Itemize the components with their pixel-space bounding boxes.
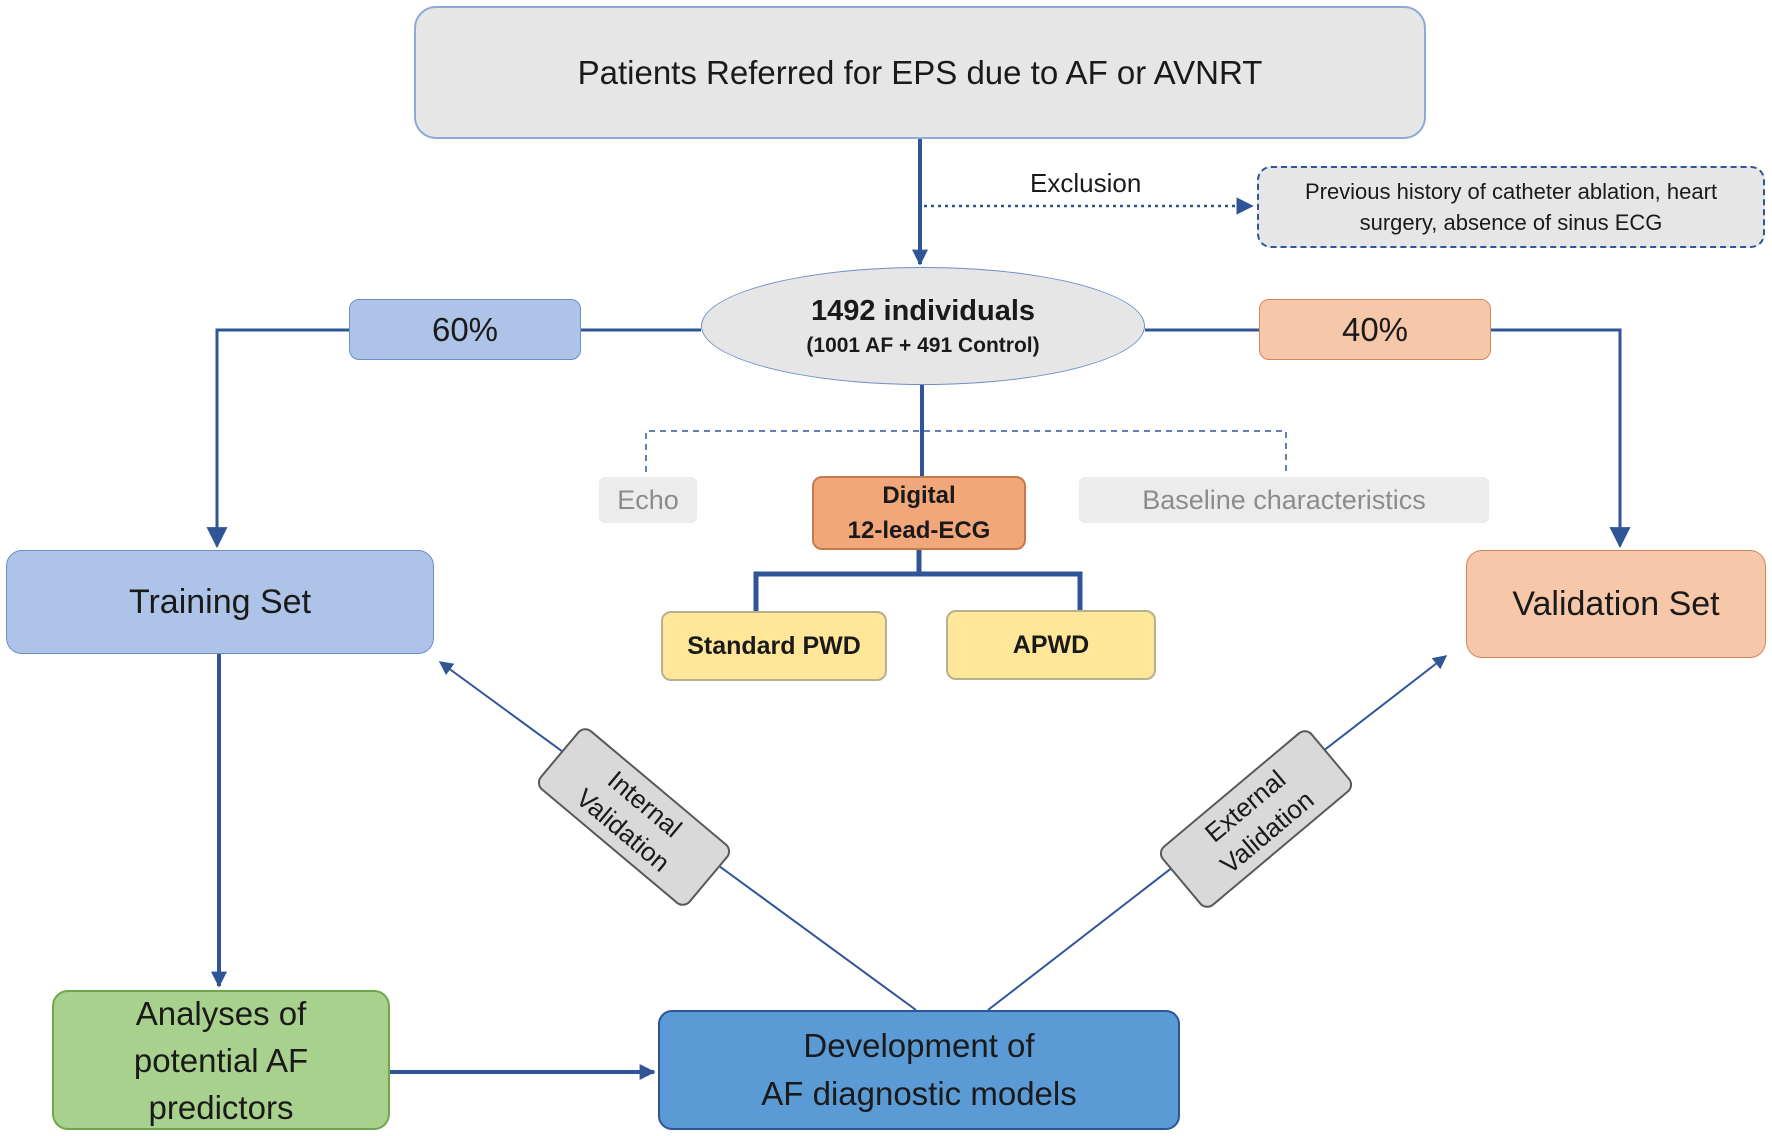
split-training-percent: 60% — [349, 299, 581, 360]
node-referred-patients-label: Patients Referred for EPS due to AF or A… — [577, 53, 1263, 91]
standard-pwd-label: Standard PWD — [687, 631, 861, 660]
training-set-label: Training Set — [128, 582, 312, 621]
node-referred-patients: Patients Referred for EPS due to AF or A… — [414, 6, 1426, 139]
split-validation-label: 40% — [1341, 310, 1409, 348]
exclusion-label: Exclusion — [1030, 168, 1142, 198]
node-digital-ecg: Digital 12-lead-ECG — [812, 476, 1026, 550]
baseline-label: Baseline characteristics — [1142, 484, 1426, 515]
split-validation-percent: 40% — [1259, 299, 1491, 360]
connector-dashed-bracket — [645, 430, 1287, 472]
node-exclusion-criteria: Previous history of catheter ablation, h… — [1257, 166, 1765, 248]
node-validation-set: Validation Set — [1466, 550, 1766, 658]
split-training-label: 60% — [431, 310, 499, 348]
node-cohort: 1492 individuals (1001 AF + 491 Control) — [701, 267, 1145, 385]
node-development-models: Development of AF diagnostic models — [658, 1010, 1180, 1130]
echo-label: Echo — [617, 484, 679, 515]
node-standard-pwd: Standard PWD — [661, 611, 887, 681]
node-apwd: APWD — [946, 610, 1156, 680]
node-echo: Echo — [599, 477, 697, 523]
connector-ecg-to-pwd — [753, 571, 1083, 611]
develop-line1: Development of — [803, 1027, 1035, 1064]
ecg-label-line1: Digital — [882, 482, 956, 509]
validation-set-label: Validation Set — [1512, 584, 1720, 623]
analyses-line1: Analyses of — [135, 994, 307, 1032]
node-analyses-predictors: Analyses of potential AF predictors — [52, 990, 390, 1130]
exclusion-criteria-text: Previous history of catheter ablation, h… — [1304, 179, 1718, 235]
cohort-breakdown: (1001 AF + 491 Control) — [806, 333, 1040, 357]
analyses-line2: potential AF — [133, 1041, 309, 1079]
node-training-set: Training Set — [6, 550, 434, 654]
analyses-line3: predictors — [148, 1088, 294, 1126]
ecg-label-line2: 12-lead-ECG — [847, 517, 991, 544]
cohort-count: 1492 individuals — [810, 294, 1036, 327]
apwd-label: APWD — [1012, 630, 1090, 659]
node-baseline-characteristics: Baseline characteristics — [1079, 477, 1489, 523]
develop-line2: AF diagnostic models — [761, 1075, 1077, 1112]
